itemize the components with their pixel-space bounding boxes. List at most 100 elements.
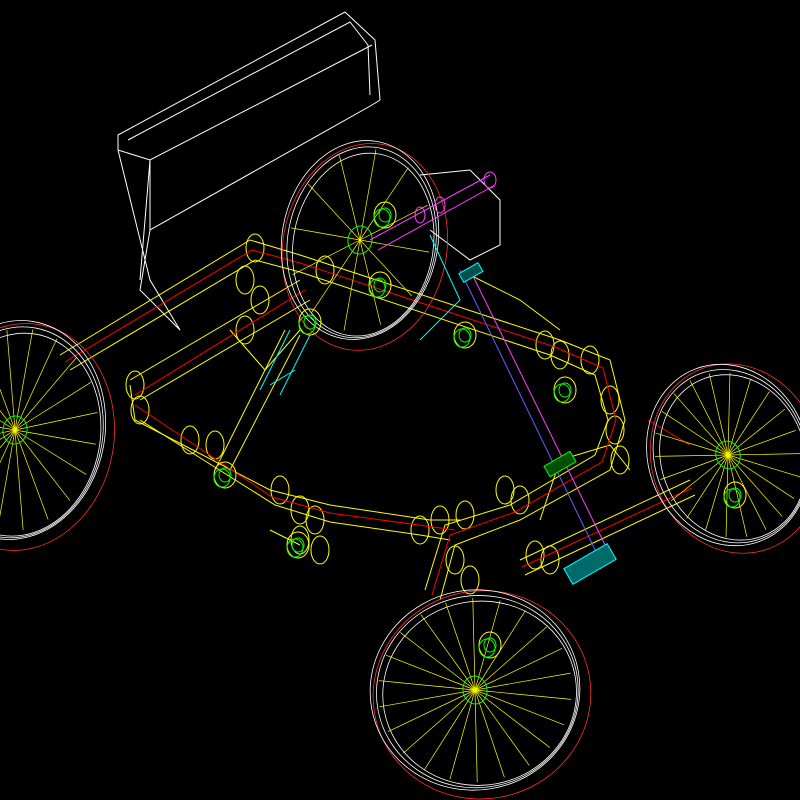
wheel-rim	[376, 595, 579, 789]
wheel-spoke	[727, 408, 786, 456]
wheel-rim	[0, 326, 104, 539]
wheel-spoke	[0, 429, 16, 522]
hub-joint	[553, 376, 577, 404]
wheel-spoke	[0, 429, 16, 478]
wheel-spoke	[14, 429, 87, 475]
wheels	[0, 140, 800, 800]
seat-body	[117, 11, 501, 331]
wheel-spoke	[474, 689, 505, 778]
wheel-spoke	[424, 689, 476, 770]
steering-column	[369, 171, 497, 251]
wheel-spoke	[474, 689, 478, 783]
wheel-spoke	[292, 239, 361, 276]
tube-ring	[525, 540, 545, 570]
wheel-spoke	[14, 356, 78, 431]
hub-joint	[286, 531, 310, 559]
wheel-spoke	[359, 149, 377, 241]
wheel-spoke	[727, 430, 796, 456]
wheel-spoke	[400, 632, 476, 691]
wheel-spoke	[474, 689, 565, 726]
wheel-rim	[0, 320, 107, 540]
tube-ring	[455, 500, 475, 530]
wheel-rear-right	[646, 363, 800, 554]
tire-outline	[372, 590, 592, 800]
wheel-rim	[280, 140, 440, 340]
wheel-spoke	[660, 454, 729, 480]
tube-ring	[235, 265, 255, 295]
wheel-spoke	[705, 454, 729, 531]
hub-joint	[298, 308, 322, 336]
tube-ring	[180, 425, 200, 455]
tube-ring	[550, 340, 570, 370]
tube-ring	[270, 475, 290, 505]
tube-ring	[250, 285, 270, 315]
wheel-spoke	[14, 412, 98, 431]
hub-joint	[373, 201, 397, 229]
tube-ring	[445, 545, 465, 575]
wheel-rear-left	[0, 320, 115, 551]
wheel-spoke	[655, 432, 729, 456]
wheel-spoke	[727, 454, 767, 530]
hub-joint	[723, 481, 747, 509]
wheel-hub	[462, 675, 488, 705]
wheel-spoke	[339, 155, 361, 241]
tube-ring	[310, 535, 330, 565]
tube-ring	[600, 385, 620, 415]
hub-joint	[478, 631, 502, 659]
tire-outline	[649, 363, 800, 554]
wheel-spoke	[343, 239, 361, 331]
wheel-spoke	[0, 340, 16, 431]
frame-centerline	[64, 249, 693, 596]
wheel-spoke	[14, 329, 34, 431]
tube-rings	[125, 233, 630, 595]
joints	[213, 201, 747, 659]
tube-ring	[430, 505, 450, 535]
wheel-front	[369, 589, 592, 800]
wheel-rim	[286, 146, 437, 339]
wheel-spoke	[474, 689, 550, 748]
wheel-hub	[2, 415, 28, 445]
wheel-spoke	[449, 689, 476, 780]
tire-outline	[281, 143, 449, 351]
wheel-spoke	[14, 429, 96, 445]
wheel-spoke	[14, 429, 24, 530]
tube-ring	[315, 255, 335, 285]
wheel-spoke	[661, 411, 729, 456]
hub-joint	[368, 271, 392, 299]
wheel-rim	[652, 369, 800, 544]
tube-ring	[610, 445, 630, 475]
wheel-spoke	[14, 429, 49, 520]
wheel-rim	[369, 589, 581, 791]
wheel-spoke	[385, 654, 476, 691]
hub-joint	[453, 321, 477, 349]
wheel-spoke	[445, 602, 476, 691]
chassis-frame	[59, 239, 696, 601]
wheel-spoke	[311, 239, 361, 313]
tube-ring	[410, 515, 430, 545]
wheel-spoke	[689, 380, 729, 456]
wheel-spoke	[0, 359, 16, 431]
wheel-spoke	[379, 689, 476, 708]
wheel-spoke	[359, 167, 409, 241]
wheel-spoke	[420, 614, 476, 691]
wheel-spoke	[387, 689, 476, 733]
wheel-spoke	[0, 429, 16, 504]
wheel-spoke	[6, 330, 16, 431]
wheel-spoke	[378, 680, 476, 691]
tube-ring	[540, 545, 560, 575]
steering-wheel	[280, 140, 449, 351]
hub-joint	[213, 461, 237, 489]
wheel-rim	[646, 363, 800, 547]
wheel-spoke	[0, 429, 16, 448]
wheel-spoke	[727, 454, 800, 478]
wheel-spoke	[474, 689, 530, 766]
wheel-rim	[0, 332, 102, 537]
wheel-spoke	[14, 382, 91, 431]
tube-ring	[510, 485, 530, 515]
tube-ring	[580, 345, 600, 375]
tube-ring	[305, 505, 325, 535]
wheel-spoke	[474, 672, 571, 691]
wheel-spoke	[472, 597, 476, 691]
wheel-rim	[292, 152, 435, 337]
